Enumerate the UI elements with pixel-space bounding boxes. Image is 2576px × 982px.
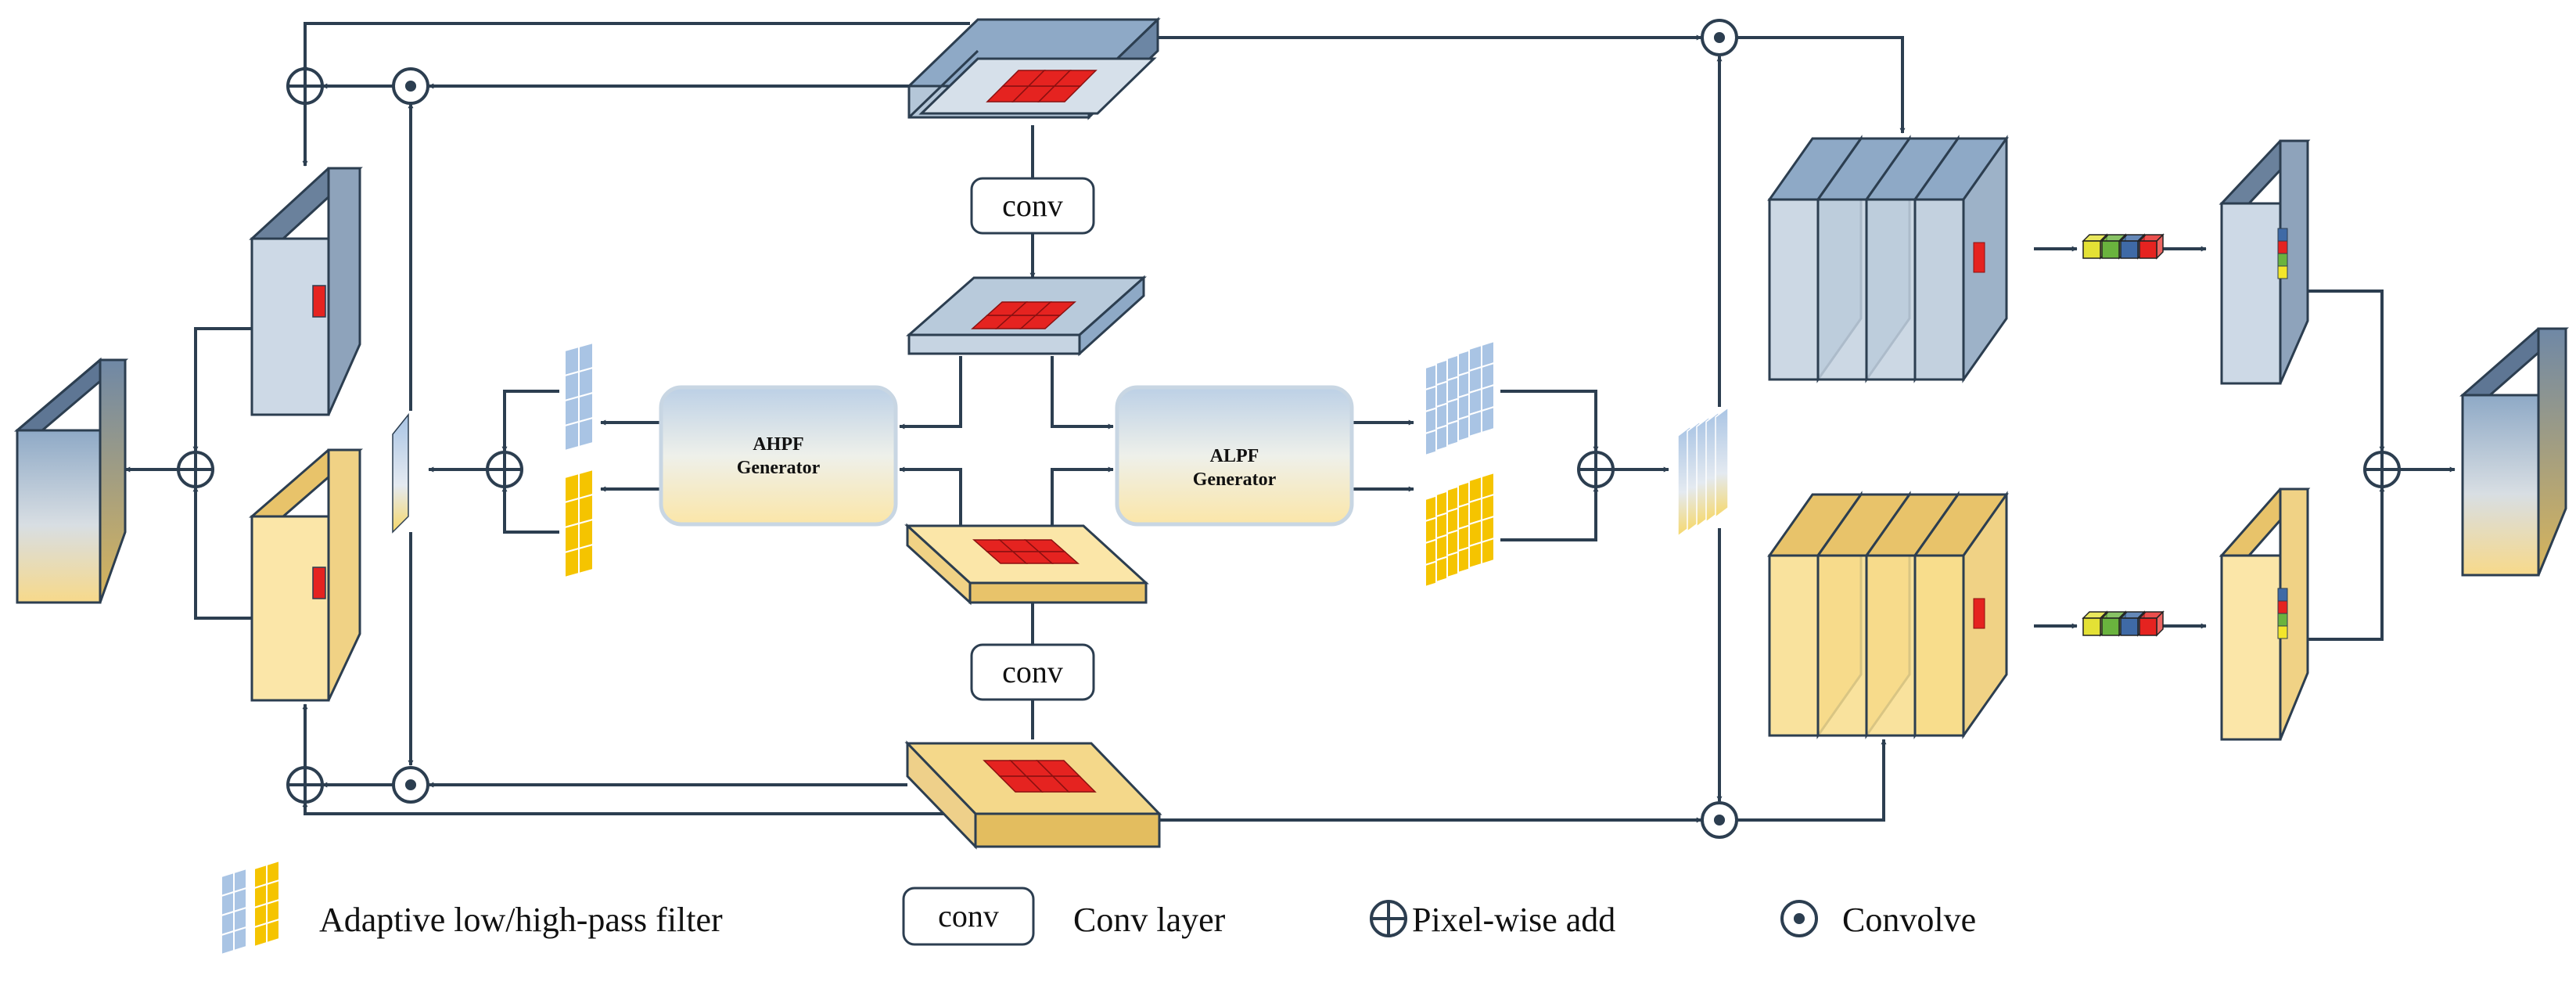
pixel-add-icon-final-merge [2363, 451, 2401, 488]
cube-group-top [2082, 233, 2165, 260]
right-strip-5 [1715, 406, 1729, 519]
arrow-yellow-to-add-left [192, 486, 252, 620]
mid-yellow-plate [904, 523, 1149, 606]
convolve-icon-top-right [1701, 19, 1738, 56]
convolve-icon-bottom-right [1701, 801, 1738, 839]
ahpf-yellow-filter [564, 468, 594, 579]
alpf-label-line2: Generator [1193, 469, 1277, 490]
top-blue-plate [906, 16, 1161, 121]
ahpf-label-line1: AHPF [753, 434, 803, 455]
yellow-feature-map [248, 448, 364, 702]
legend-convolve-label: Convolve [1842, 901, 1976, 939]
legend-add-label: Pixel-wise add [1412, 901, 1615, 939]
ahpf-blue-filter [564, 341, 594, 452]
right-output-feature-map [2459, 327, 2569, 577]
arrow-midyellow-to-ahpf [899, 466, 962, 526]
arrow-yellow-stack-to-add [1500, 486, 1599, 541]
right-filter-strip-group [1677, 406, 1729, 538]
pixel-add-icon-alpf-merge [1577, 451, 1615, 488]
cube-group-top [2082, 233, 2165, 260]
legend-filter-label: Adaptive low/high-pass filter [319, 901, 723, 939]
alpf-label-line1: ALPF [1210, 446, 1259, 466]
blue-feature-map [249, 167, 363, 416]
yellow-feature-stack [1767, 491, 2009, 739]
convolve-icon-top-left [392, 67, 429, 105]
arrow-blue-stack-to-add [1500, 390, 1599, 452]
conv-box-bottom: conv [970, 643, 1095, 701]
arrow-blue-filter-to-add [501, 390, 559, 452]
yellow-feature-stack [1767, 491, 2009, 739]
pixel-add-icon-bottom-left [286, 766, 324, 804]
ahpf-generator: AHPF Generator [659, 385, 898, 527]
arrow-yellow-filter-to-add [501, 486, 559, 534]
ahpf-label-line2: Generator [737, 458, 821, 478]
arrow-blue-map-to-final-add [2308, 290, 2385, 452]
blue-feature-stack [1767, 135, 2009, 383]
arrow-convolve-to-blue-stack [1737, 36, 1906, 134]
right-yellow-map [2219, 487, 2311, 741]
right-blue-map [2219, 139, 2311, 385]
connector-lines [124, 22, 2456, 823]
blue-feature-stack-slab-4 [1913, 135, 2009, 383]
arrow-midyellow-to-alpf [1051, 466, 1114, 526]
alpf-yellow-filter-stack-layer-5 [1468, 471, 1495, 570]
cube-group-bottom [2082, 610, 2165, 637]
alpf-blue-filter-stack [1425, 340, 1495, 457]
small-filter-strip [392, 412, 409, 534]
legend-blue-filter-grid [221, 867, 247, 956]
arrow-midblue-to-alpf [1051, 356, 1114, 430]
pixel-add-icon-left-merge [177, 451, 214, 488]
operator-symbols [177, 19, 2401, 839]
legend-add-icon [1370, 900, 1407, 937]
legend-pixel-add-icon [1370, 900, 1407, 937]
conv-bottom-label: conv [1002, 654, 1063, 689]
cube-group-bottom-cube-4 [2138, 610, 2165, 637]
ahpf-output-filters [564, 341, 594, 579]
pixel-add-icon-ahpf-merge [486, 451, 523, 488]
arrow-top-loop-to-add [302, 22, 970, 73]
legend-convolve-icon [1780, 900, 1818, 937]
blue-feature-stack [1767, 135, 2009, 383]
pixel-add-icon-top-left [286, 67, 324, 105]
alpf-yellow-filter-stack [1425, 471, 1495, 588]
arrow-convolve-to-yellow-stack [1737, 739, 1887, 822]
legend-convolve-icon [1780, 900, 1818, 937]
arrow-midblue-to-ahpf [899, 356, 962, 430]
mid-blue-plate [906, 275, 1147, 357]
cube-group-top-cube-4 [2138, 233, 2165, 260]
legend: Adaptive low/high-pass filter conv Conv … [221, 859, 1976, 956]
legend-conv-layer-label: Conv layer [1073, 901, 1226, 939]
bottom-yellow-plate [904, 740, 1162, 850]
alpf-blue-filter-stack-layer-5 [1468, 340, 1495, 438]
arrow-bottom-loop-to-add [302, 801, 970, 815]
alpf-generator: ALPF Generator [1115, 385, 1354, 527]
alpf-output-filter-stacks [1425, 340, 1495, 588]
legend-yellow-filter-grid [253, 859, 280, 948]
conv-top-label: conv [1002, 188, 1063, 223]
legend-filter-icon [221, 859, 280, 956]
cube-group-bottom [2082, 610, 2165, 637]
left-output-feature-map [13, 357, 129, 604]
legend-conv-box [902, 887, 1035, 946]
conv-box-top: conv [970, 177, 1095, 235]
arrow-blue-to-add-left [192, 327, 252, 452]
legend-conv-box-label: conv [938, 898, 999, 933]
arrow-yellow-map-to-final-add [2308, 486, 2385, 641]
convolve-icon-bottom-left [392, 766, 429, 804]
